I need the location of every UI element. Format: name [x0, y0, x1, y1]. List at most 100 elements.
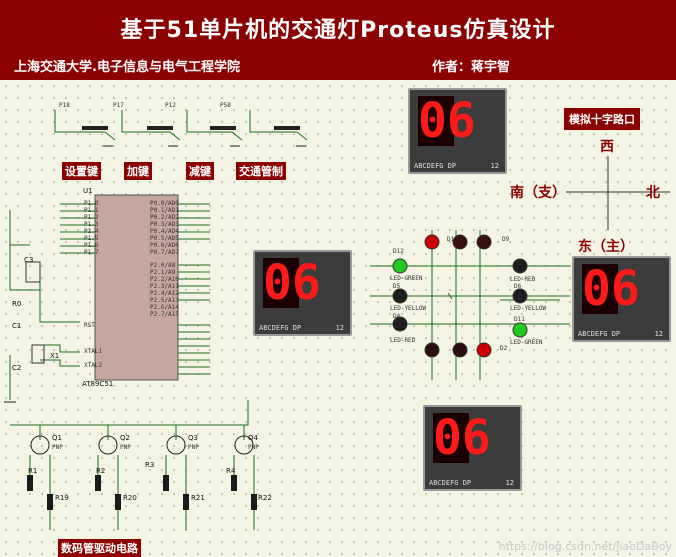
direction-east: 东（主）: [578, 239, 634, 255]
mcu-right-pin: P2.1/A9: [150, 269, 176, 276]
header-banner: 基于51单片机的交通灯Proteus仿真设计 上海交通大学.电子信息与电气工程学…: [0, 0, 676, 80]
author-name: 作者：蒋宇智: [432, 60, 511, 75]
r3-label: R3: [145, 461, 155, 469]
led-d9-type: LED-RED: [510, 276, 536, 283]
r2-label: R2: [96, 467, 106, 475]
mcu-right-pin: P2.5/A13: [150, 297, 179, 304]
r1-label: R1: [28, 467, 38, 475]
led-d5-label: D5: [393, 283, 401, 290]
display-pin-label: ABCDEFG DP: [259, 324, 302, 332]
direction-south: 南（支）: [510, 185, 566, 201]
r20-label: R20: [123, 494, 137, 502]
mcu-ref: U1: [83, 187, 93, 195]
control-button-label[interactable]: 交通管制: [236, 162, 286, 180]
display-pin-label: ABCDEFG DP: [414, 162, 457, 170]
led-d4-type: LED-RED: [390, 337, 416, 344]
mcu-right-pin: P2.4/A12: [150, 290, 179, 297]
mcu-right-pin: P0.0/AD0: [150, 200, 179, 207]
r0-label: R0: [12, 300, 22, 308]
r4-label: R4: [226, 467, 236, 475]
display-left-digits: 06: [263, 255, 321, 311]
display-pin-label: ABCDEFG DP: [578, 330, 621, 338]
display-left: 06 ABCDEFG DP 12: [253, 250, 352, 336]
led-d4-label: D4: [393, 313, 401, 320]
display-right-digits: 06: [582, 261, 640, 317]
intersection-label: 模拟十字路口: [564, 108, 640, 130]
led-d12-type: LED-GREEN: [390, 275, 423, 282]
display-pin-label: ABCDEFG DP: [429, 479, 472, 487]
mcu-right-pin: P0.2/AD2: [150, 214, 179, 221]
led-d5-type: LED-YELLOW: [390, 305, 427, 312]
r21-label: R21: [191, 494, 205, 502]
q2-label: Q2: [120, 434, 130, 442]
pin-label-p58: P58: [220, 102, 231, 109]
pin-label-p12: P12: [165, 102, 176, 109]
display-pin-num: 12: [490, 162, 499, 170]
led-d6-label: D6: [514, 283, 522, 290]
watermark: https://blog.csdn.net/JiaoDaBoy: [498, 540, 672, 553]
mcu-body: [94, 194, 179, 381]
c2-label: C2: [12, 364, 22, 372]
display-pin-num: 12: [505, 479, 514, 487]
page-title: 基于51单片机的交通灯Proteus仿真设计: [120, 18, 556, 43]
q2-type: PNP: [120, 444, 131, 451]
display-top-digits: 06: [418, 93, 476, 149]
display-pin-num: 12: [335, 324, 344, 332]
q3-label: Q3: [188, 434, 198, 442]
display-right: 06 ABCDEFG DP 12: [572, 256, 671, 342]
q1-type: PNP: [52, 444, 63, 451]
driver-circuit-label: 数码管驱动电路: [58, 539, 141, 557]
mcu-right-pin: P0.1/AD1: [150, 207, 179, 214]
mcu-right-pin: P0.7/AD7: [150, 249, 179, 256]
mcu-left-pin: P1.3: [84, 221, 99, 228]
mcu-left-pin: XTAL2: [84, 362, 103, 369]
q1-label: Q1: [52, 434, 62, 442]
led-d12-label: D12: [393, 248, 404, 255]
mcu-left-pin: P1.0: [84, 200, 99, 207]
x1-label: X1: [50, 352, 60, 360]
display-top: 06 ABCDEFG DP 12: [408, 88, 507, 174]
r19-label: R19: [55, 494, 69, 502]
led-d1-label: D1: [447, 236, 455, 243]
display-bottom: 06 ABCDEFG DP 12: [423, 405, 522, 491]
q3-type: PNP: [188, 444, 199, 451]
direction-north: 北: [646, 185, 660, 201]
mcu-right-pin: P2.3/A11: [150, 283, 179, 290]
led-d6-type: LED-YELLOW: [510, 305, 547, 312]
led-d11-type: LED-GREEN: [510, 339, 543, 346]
mcu-right-pin: P2.2/A10: [150, 276, 179, 283]
r22-label: R22: [258, 494, 272, 502]
display-bottom-digits: 06: [433, 410, 491, 466]
mcu-left-pin: RST: [84, 322, 95, 329]
led-d9-label: D9: [502, 236, 510, 243]
mcu-left-pin: P1.1: [84, 207, 99, 214]
display-pin-num: 12: [654, 330, 663, 338]
mcu-left-pin: P1.6: [84, 242, 99, 249]
set-button-label[interactable]: 设置键: [62, 162, 101, 180]
c1-label: C1: [12, 322, 22, 330]
mcu-right-pin: P2.6/A14: [150, 304, 179, 311]
mcu-left-pin: XTAL1: [84, 348, 103, 355]
wiring-layer: [4, 110, 670, 530]
pin-label-p18: P18: [59, 102, 70, 109]
mcu-right-pin: P2.7/A15: [150, 311, 179, 318]
pin-label-p17: P17: [113, 102, 124, 109]
plus-button-label[interactable]: 加键: [124, 162, 152, 180]
mcu-right-pin: P0.4/AD4: [150, 228, 179, 235]
mcu-left-pin: P1.7: [84, 249, 99, 256]
mcu-left-pin: P1.4: [84, 228, 99, 235]
minus-button-label[interactable]: 减键: [186, 162, 214, 180]
mcu-right-pin: P0.6/AD6: [150, 242, 179, 249]
q4-type: PNP: [248, 444, 259, 451]
q4-label: Q4: [248, 434, 258, 442]
mcu-right-pin: P0.5/AD5: [150, 235, 179, 242]
schematic-canvas[interactable]: 设置键 加键 减键 交通管制 P18 P17 P12 P58 U1 AT89C5…: [0, 80, 676, 557]
mcu-right-pin: P2.0/A8: [150, 262, 176, 269]
mcu-left-pin: P1.5: [84, 235, 99, 242]
direction-west: 西: [600, 139, 614, 155]
mcu-part: AT89C51: [82, 380, 114, 388]
mcu-left-pin: P1.2: [84, 214, 99, 221]
mcu-right-pin: P0.3/AD3: [150, 221, 179, 228]
c3-label: C3: [24, 256, 34, 264]
led-d2-label: D2: [500, 345, 508, 352]
